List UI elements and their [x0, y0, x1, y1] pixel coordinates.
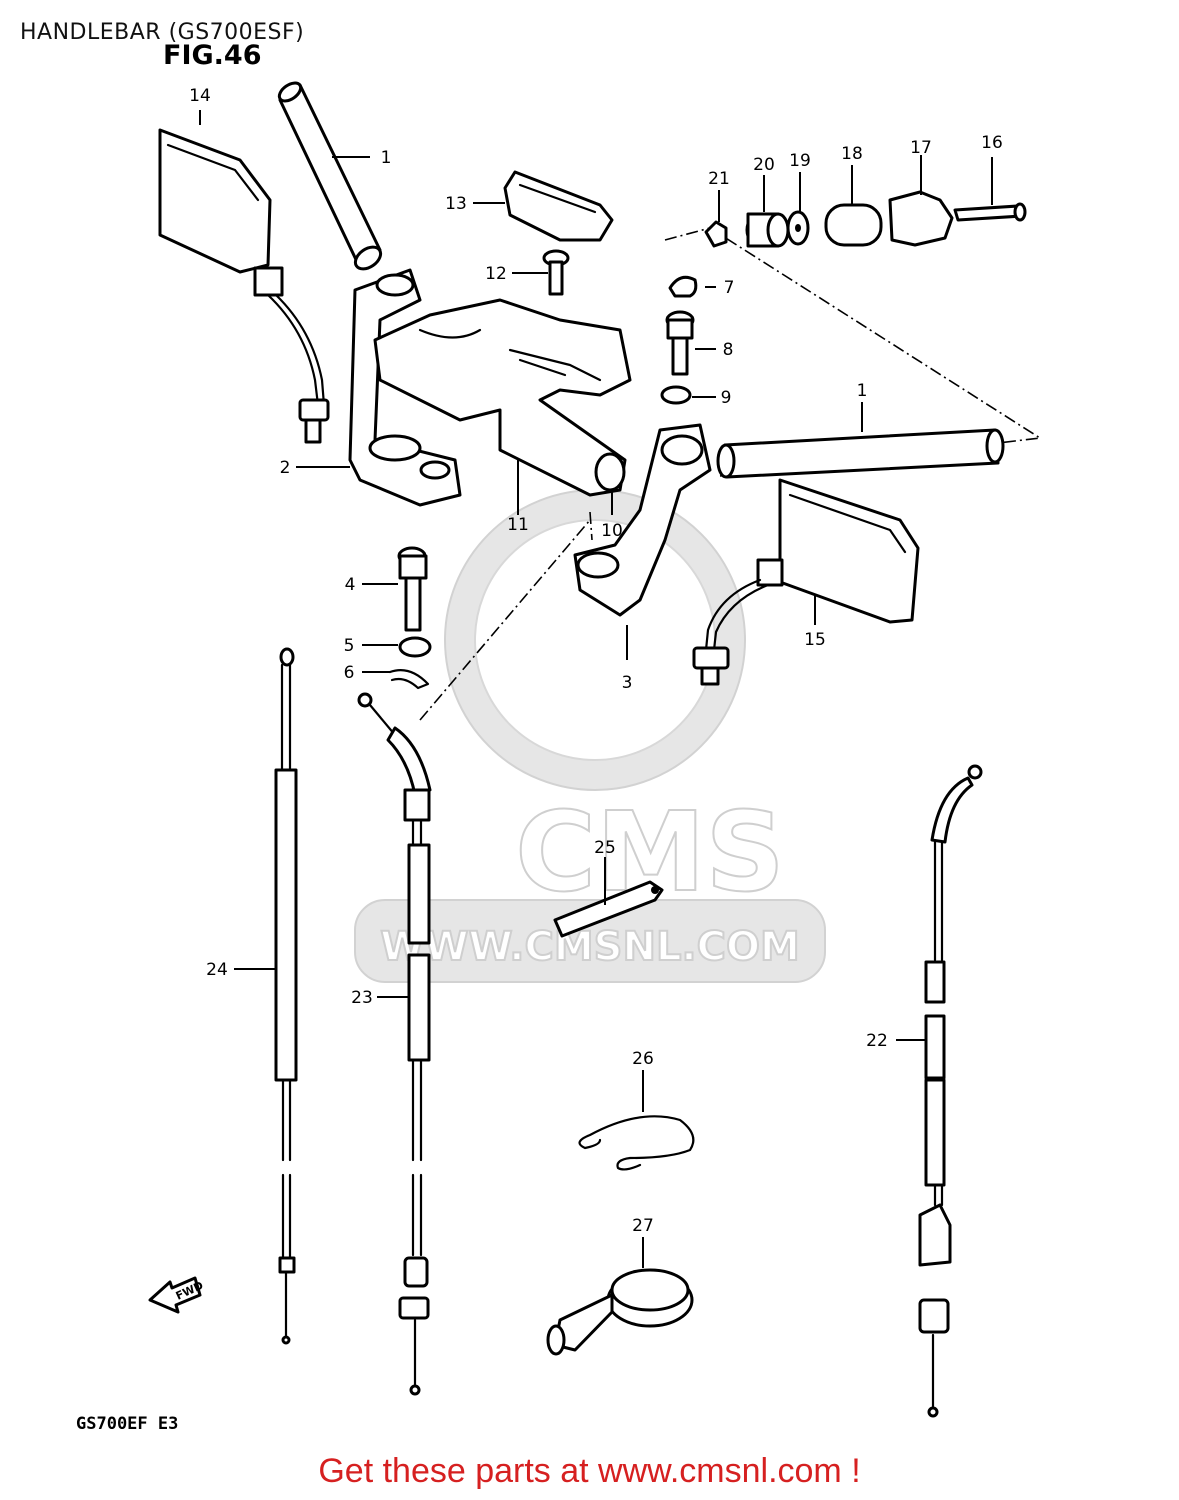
strap-25	[553, 880, 664, 938]
forward-direction-arrow: FWD	[148, 1276, 205, 1314]
model-code: GS700EF E3	[76, 1414, 179, 1434]
callout-label: 11	[507, 515, 529, 535]
callout-label: 20	[753, 155, 775, 175]
plug-7	[668, 275, 698, 298]
cable-clip-26	[578, 1115, 695, 1171]
watermark-brand: CMS	[515, 788, 784, 916]
mirror-right	[692, 478, 920, 686]
callout-label: 1	[381, 148, 392, 168]
callout-label: 9	[721, 388, 732, 408]
callout-label: 19	[789, 151, 811, 171]
cms-watermark: CMS WWW.CMSNL.COM	[354, 489, 826, 983]
holder-right	[573, 423, 712, 617]
handlebar-left	[277, 81, 383, 271]
washer-9	[660, 385, 692, 405]
callout-label: 16	[981, 133, 1003, 153]
callout-label: 13	[445, 194, 467, 214]
mirror-left	[158, 128, 330, 444]
callout-label: 5	[344, 636, 355, 656]
emblem-plate	[503, 170, 614, 242]
callout-label: 23	[351, 988, 373, 1008]
handlebar-right	[716, 428, 1005, 479]
adjuster-27	[546, 1268, 694, 1356]
figure-number: FIG.46	[163, 40, 262, 71]
callout-label: 25	[594, 838, 616, 858]
callout-label: 12	[485, 264, 507, 284]
bolt-8	[665, 310, 695, 376]
callout-label: 26	[632, 1049, 654, 1069]
bar-end-assembly	[704, 190, 1027, 248]
lock-washer-5	[398, 636, 432, 658]
callout-label: 15	[804, 630, 826, 650]
callout-numbers: 1 1 2 3 4 5 6 7 8 9 10 11 12 13 14 15 16…	[189, 86, 1003, 1236]
holder-left	[348, 268, 462, 507]
leader-lines	[199, 110, 993, 1268]
handlebar-bracket	[373, 298, 632, 497]
clip-6	[388, 669, 430, 690]
cap-10	[594, 452, 626, 492]
callout-label: 14	[189, 86, 211, 106]
callout-label: 1	[857, 381, 868, 401]
callout-label: 8	[723, 340, 734, 360]
page-title: HANDLEBAR (GS700ESF)	[20, 20, 305, 45]
callout-label: 21	[708, 169, 730, 189]
callout-label: 6	[344, 663, 355, 683]
callout-label: 18	[841, 144, 863, 164]
callout-label: 27	[632, 1216, 654, 1236]
callout-label: 22	[866, 1031, 888, 1051]
screw-12	[542, 249, 570, 296]
callout-label: 2	[280, 458, 291, 478]
callout-label: 7	[724, 278, 735, 298]
footer-link[interactable]: Get these parts at www.cmsnl.com !	[318, 1452, 861, 1490]
callout-label: 4	[345, 575, 356, 595]
callout-label: 24	[206, 960, 228, 980]
watermark-url: WWW.CMSNL.COM	[380, 924, 800, 970]
cable-24	[274, 647, 298, 1345]
bolt-4	[397, 546, 428, 632]
callout-label: 17	[910, 138, 932, 158]
callout-label: 3	[622, 673, 633, 693]
cable-22	[918, 764, 983, 1418]
cable-23	[357, 692, 432, 1396]
callout-label: 10	[601, 521, 623, 541]
